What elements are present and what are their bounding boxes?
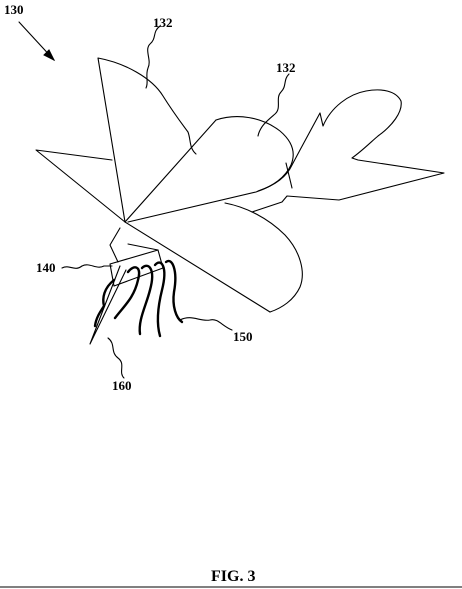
body-base [109,227,164,287]
right-wing [251,89,445,213]
base-top-edge [127,243,159,251]
right-wing-crease [285,162,293,189]
leg-3 [153,261,166,338]
right-wing-outline [251,89,445,213]
leader-lines [61,25,290,379]
label-wing-a: 132 [153,15,173,30]
device-arrow-head [43,49,56,62]
base-neck [109,227,121,263]
leader-stinger [107,337,125,379]
leg-1 [113,266,141,320]
center-wing-upper-edge [124,119,217,223]
leader-wing-a [145,25,161,89]
left-wing [35,149,126,223]
legs [93,259,184,338]
lower-wing-outline [224,202,303,313]
stinger-outline [89,265,127,345]
label-wing-b: 132 [276,60,296,75]
lower-wing [224,202,303,313]
label-stinger: 160 [112,378,132,393]
reference-labels: 132 132 140 150 160 [36,15,296,393]
center-wing-lower-edge [124,221,271,313]
leg-2 [138,264,154,336]
leader-legs [179,317,233,331]
label-device: 130 [4,2,24,17]
figure-caption: FIG. 3 [211,568,255,585]
upper-wing [97,57,197,223]
stinger [89,265,127,345]
leader-body [61,264,113,269]
device-reference: 130 [4,2,56,62]
leader-wing-b [257,73,290,137]
label-body: 140 [36,260,56,275]
leg-4 [164,259,184,324]
upper-wing-outline [97,57,197,223]
left-wing-outline [35,149,126,223]
center-wing [124,116,294,313]
label-legs: 150 [233,329,253,344]
leg-5 [93,278,116,328]
